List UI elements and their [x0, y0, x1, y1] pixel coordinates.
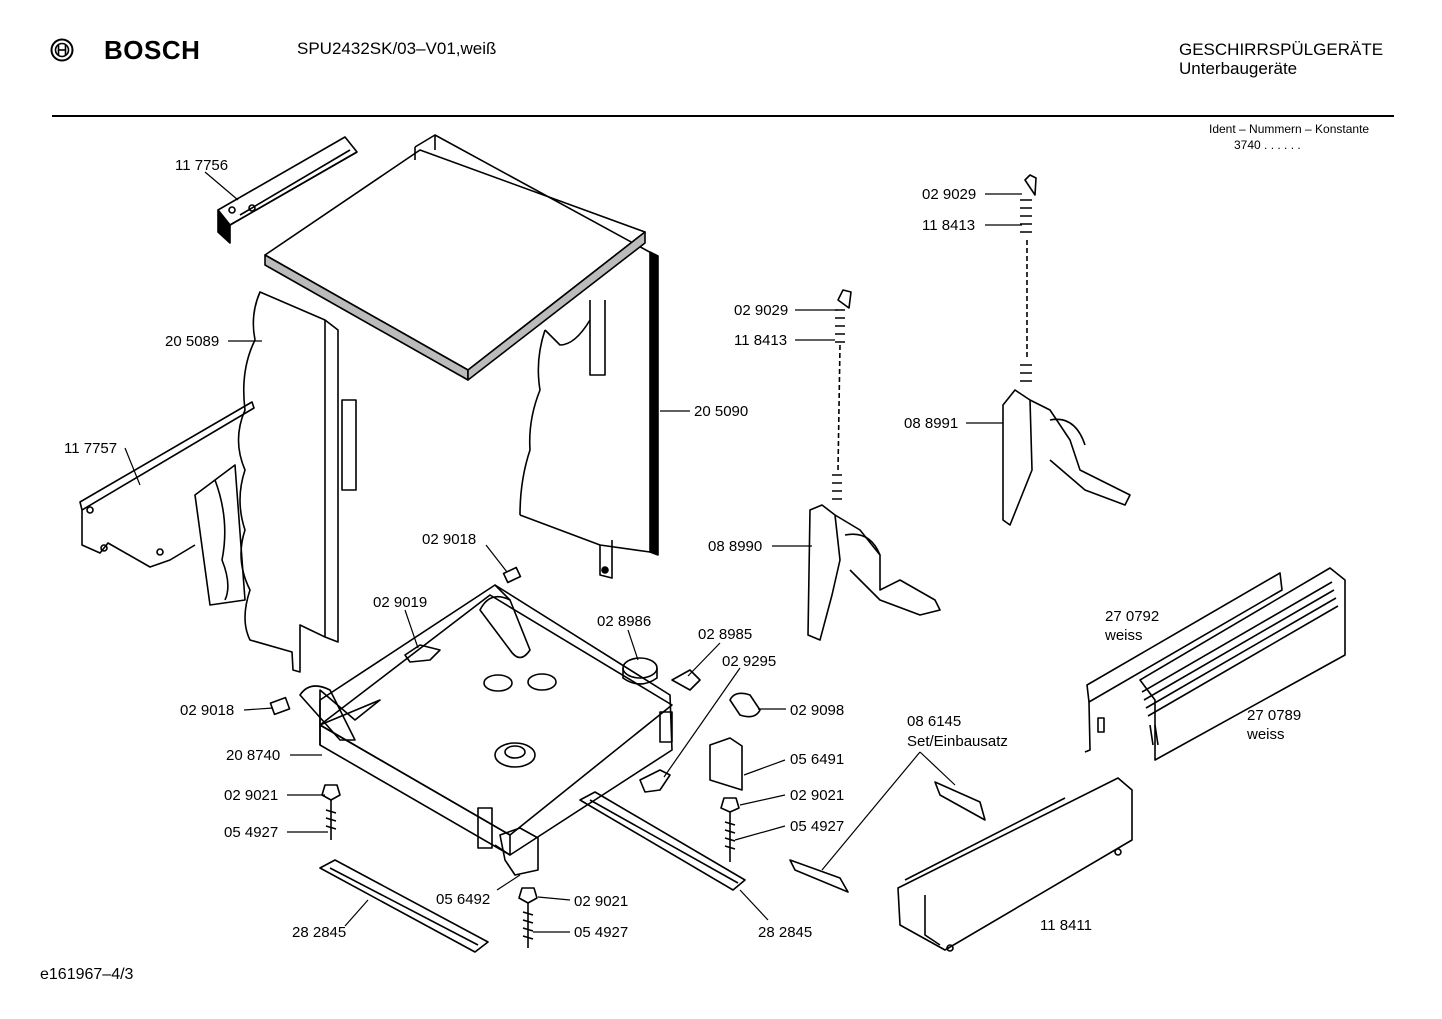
part-label: 27 0792 — [1105, 608, 1159, 625]
part-label: 02 9098 — [790, 702, 844, 719]
part-label: 11 7756 — [175, 157, 228, 174]
side-panel-left-part — [237, 291, 357, 673]
part-label: 02 9029 — [734, 302, 788, 319]
part-label: weiss — [1246, 726, 1285, 743]
fasteners — [321, 784, 740, 948]
foot-plate-right-part — [579, 791, 746, 891]
base-tray-part — [299, 584, 673, 856]
part-label: 28 2845 — [292, 924, 346, 941]
part-label: 02 9029 — [922, 186, 976, 203]
part-label: 20 8740 — [226, 747, 280, 764]
kickboard-27-0789-part — [1139, 567, 1346, 761]
part-label: 02 9021 — [224, 787, 278, 804]
part-label: 05 4927 — [790, 818, 844, 835]
kickboard-27-0792-part — [1084, 572, 1283, 753]
small-parts — [269, 566, 761, 876]
top-rail-part — [217, 136, 358, 244]
part-label: 02 8985 — [698, 626, 752, 643]
part-label: 02 9021 — [574, 893, 628, 910]
part-label: 05 6491 — [790, 751, 844, 768]
part-label: 05 4927 — [574, 924, 628, 941]
cabinet-frame-part — [264, 134, 656, 516]
lower-rail-part — [79, 401, 255, 606]
foot-plate-left-part — [319, 859, 489, 953]
part-label: 08 6145 — [907, 713, 961, 730]
part-label: 08 8991 — [904, 415, 958, 432]
part-label: Set/Einbausatz — [907, 733, 1008, 750]
part-labels: 11 7756 20 5089 11 7757 20 5090 02 9029 … — [64, 157, 1301, 941]
kickboard-11-8411-part — [897, 777, 1133, 952]
category-line-1: GESCHIRRSPÜLGERÄTE — [1179, 40, 1384, 59]
part-label: 02 9019 — [373, 594, 427, 611]
hinge-assembly-left-part — [807, 289, 941, 641]
part-label: 05 6492 — [436, 891, 490, 908]
part-label: 11 8413 — [734, 332, 787, 349]
part-label: 02 9018 — [422, 531, 476, 548]
part-label: 02 9295 — [722, 653, 776, 670]
part-label: 11 7757 — [64, 440, 117, 457]
header-rule — [52, 115, 1394, 117]
category-line-2: Unterbaugeräte — [1179, 59, 1298, 78]
part-label: 20 5090 — [694, 403, 748, 420]
ident-value: 3740 . . . . . . — [1234, 138, 1301, 152]
ident-label: Ident – Nummern – Konstante — [1209, 122, 1370, 136]
model-number: SPU2432SK/03–V01,weiß — [297, 39, 497, 58]
part-label: 02 9018 — [180, 702, 234, 719]
installation-set-part — [789, 781, 986, 893]
part-label: 11 8413 — [922, 217, 975, 234]
bosch-logo-icon — [50, 38, 74, 67]
part-label: weiss — [1104, 627, 1143, 644]
part-label: 11 8411 — [1040, 917, 1092, 934]
part-label: 28 2845 — [758, 924, 812, 941]
hinge-assembly-right-part — [1002, 174, 1131, 526]
part-label: 20 5089 — [165, 333, 219, 350]
part-label: 08 8990 — [708, 538, 762, 555]
part-label: 02 8986 — [597, 613, 651, 630]
brand-name: BOSCH — [104, 35, 201, 65]
part-label: 02 9021 — [790, 787, 844, 804]
part-label: 27 0789 — [1247, 707, 1301, 724]
side-panel-right-part — [519, 251, 659, 579]
part-label: 05 4927 — [224, 824, 278, 841]
drawing-number: e161967–4/3 — [40, 966, 134, 983]
leader-lines — [124, 171, 1022, 933]
